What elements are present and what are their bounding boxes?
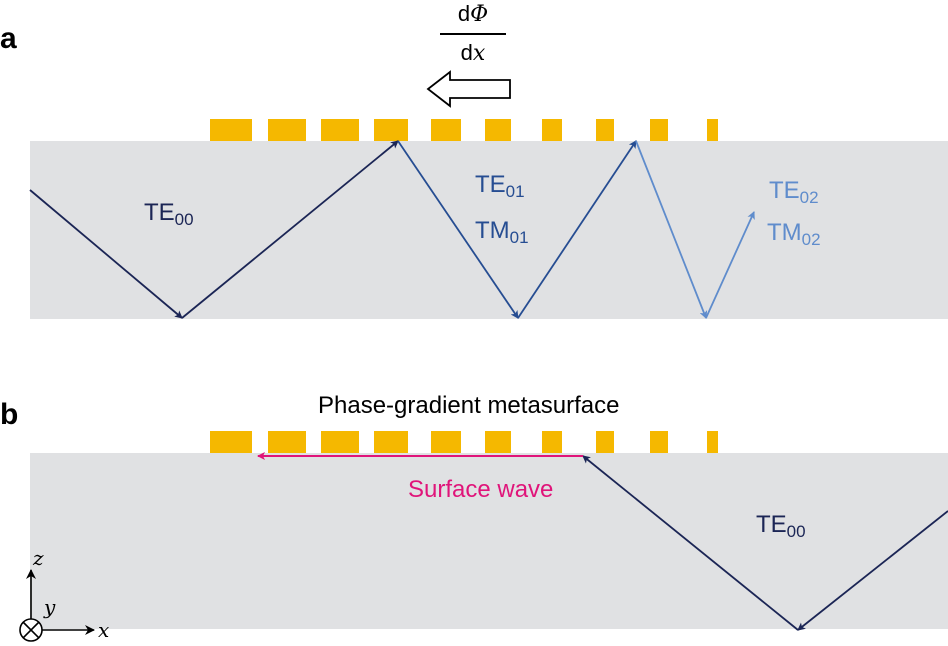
fraction-numerator: dΦ bbox=[457, 1, 489, 27]
metasurface-element bbox=[485, 119, 511, 141]
metasurface-element bbox=[707, 431, 718, 453]
metasurface-element bbox=[431, 119, 461, 141]
metasurface-element bbox=[542, 431, 562, 453]
left-arrow-outline-icon bbox=[426, 70, 511, 108]
metasurface-element bbox=[321, 119, 359, 141]
panel-b-label: b bbox=[0, 398, 19, 431]
phase-gradient-fraction: dΦ dx bbox=[440, 0, 506, 68]
te01-rising-ray bbox=[517, 140, 637, 319]
y-axis-label: y bbox=[44, 595, 56, 619]
tm01-label: TM01 bbox=[475, 217, 529, 247]
waveguide-slab-a bbox=[30, 141, 948, 319]
waveguide-slab-b bbox=[30, 453, 948, 629]
fraction-denominator: dx bbox=[460, 39, 486, 66]
z-axis-label: z bbox=[33, 546, 44, 570]
tm02-label: TM02 bbox=[767, 219, 821, 249]
into-page-cross-icon bbox=[19, 618, 43, 642]
metasurface-element bbox=[210, 431, 252, 453]
te00-incident-ray-b bbox=[797, 510, 948, 631]
metasurface-element bbox=[707, 119, 718, 141]
metasurface-element bbox=[374, 431, 408, 453]
metasurface-element bbox=[485, 431, 511, 453]
metasurface-element bbox=[542, 119, 562, 141]
metasurface-element bbox=[374, 119, 408, 141]
te00-label-b: TE00 bbox=[756, 511, 806, 541]
fraction-bar bbox=[440, 33, 506, 35]
te00-incident-ray bbox=[29, 189, 183, 319]
te00-rising-ray-b bbox=[582, 455, 799, 631]
surface-wave-label: Surface wave bbox=[408, 476, 554, 503]
te02-descending-ray bbox=[635, 140, 708, 319]
te00-label: TE00 bbox=[144, 199, 194, 229]
te01-descending-ray bbox=[397, 140, 519, 319]
te01-label: TE01 bbox=[475, 171, 525, 201]
panel-a-label: a bbox=[0, 22, 17, 55]
te00-rising-ray bbox=[181, 140, 399, 319]
metasurface-element bbox=[210, 119, 252, 141]
metasurface-element bbox=[321, 431, 359, 453]
metasurface-element bbox=[268, 431, 306, 453]
metasurface-element bbox=[596, 431, 614, 453]
te02-label: TE02 bbox=[769, 177, 819, 207]
metasurface-element bbox=[268, 119, 306, 141]
metasurface-label: Phase-gradient metasurface bbox=[318, 392, 620, 419]
x-axis-label: x bbox=[98, 618, 110, 642]
te02-rising-ray bbox=[705, 211, 755, 319]
metasurface-element bbox=[596, 119, 614, 141]
metasurface-element bbox=[431, 431, 461, 453]
metasurface-element bbox=[650, 431, 668, 453]
metasurface-element bbox=[650, 119, 668, 141]
